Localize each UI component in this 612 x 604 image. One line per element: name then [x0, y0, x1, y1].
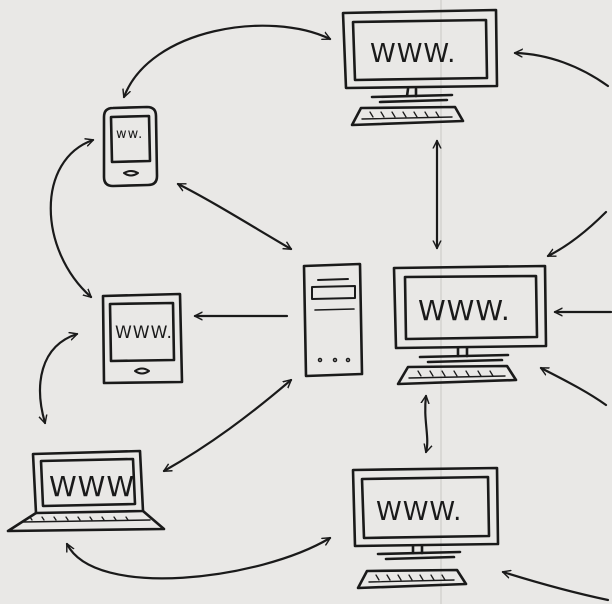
arrow-right-to-bottom-monitor [503, 572, 610, 602]
tablet-label: WWW. [115, 323, 173, 343]
arrow-phone-top-monitor [124, 24, 330, 97]
monitor-middle-label: WWW. [418, 294, 511, 327]
arrow-phone-server [178, 182, 291, 251]
arrow-right-to-middle-monitor-a [548, 210, 608, 258]
monitor-bottom: WWW. [351, 466, 500, 590]
arrow-tablet-laptop [40, 334, 77, 423]
arrow-phone-tablet [49, 140, 93, 299]
monitor-middle: WWW. [392, 264, 548, 386]
monitor-bottom-label: WWW. [376, 497, 462, 527]
arrow-right-to-top-monitor [515, 53, 610, 88]
server-tower [302, 262, 364, 378]
connections [40, 24, 612, 602]
arrow-middle-bottom-monitor [425, 396, 427, 452]
laptop-label: WWW [49, 470, 135, 503]
laptop: WWW [6, 449, 166, 533]
arrow-server-laptop [164, 378, 293, 473]
phone: ww. [102, 105, 159, 188]
monitor-top-label: WWW. [370, 39, 456, 69]
phone-label: ww. [116, 127, 143, 142]
arrow-right-to-middle-monitor-c [541, 366, 608, 407]
arrow-laptop-bottom-monitor [65, 536, 330, 580]
monitor-top: WWW. [341, 8, 499, 127]
